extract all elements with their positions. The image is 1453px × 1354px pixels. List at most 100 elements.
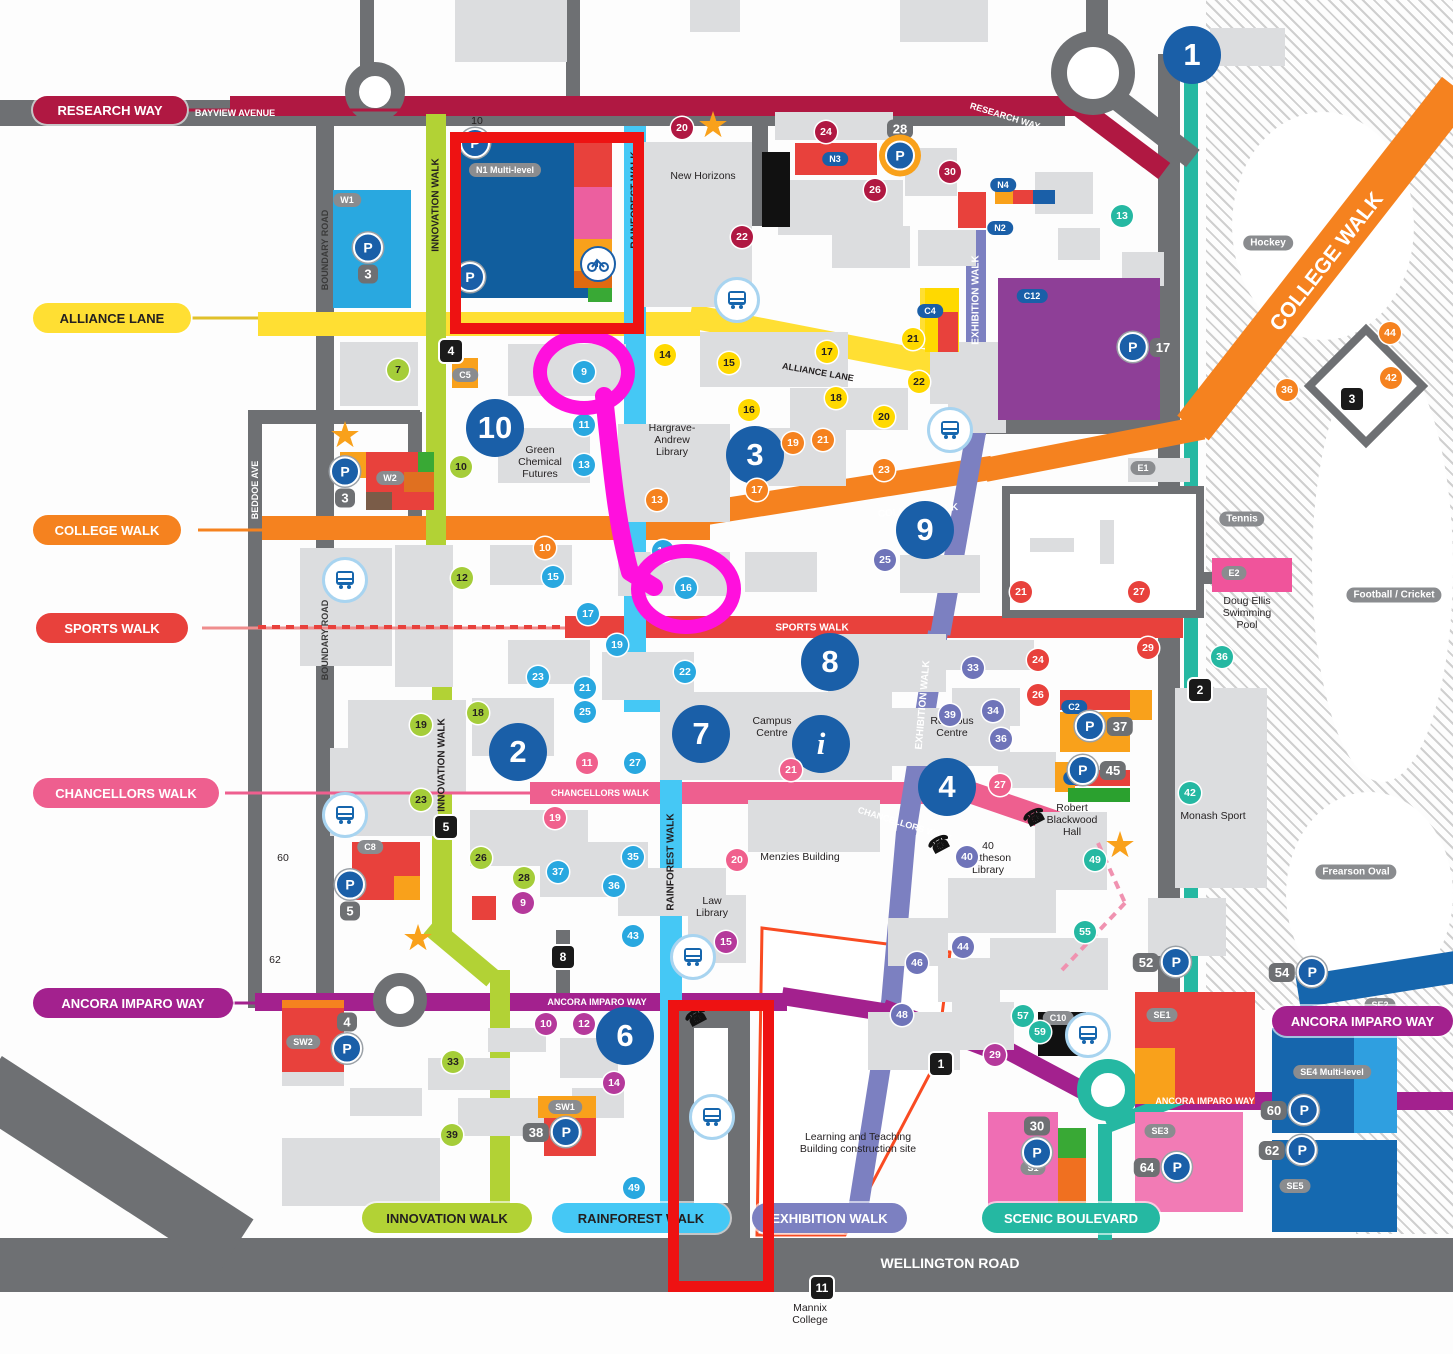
road-label-pill-research-way: RESEARCH WAY bbox=[33, 96, 187, 124]
road-label-pill-sports-walk: SPORTS WALK bbox=[36, 613, 188, 643]
building bbox=[394, 876, 420, 900]
building-number-marker: 26 bbox=[864, 179, 886, 201]
parking-number: 54 bbox=[1268, 962, 1296, 982]
building-number-marker: 16 bbox=[675, 577, 697, 599]
bus-stop-icon bbox=[714, 277, 760, 323]
building-number-marker: 36 bbox=[990, 728, 1012, 750]
building-number-marker: 33 bbox=[442, 1051, 464, 1073]
road-name-text: ANCORA IMPARO WAY bbox=[547, 997, 647, 1007]
area-label-frearson-oval: Frearson Oval bbox=[1315, 864, 1397, 880]
building-number-marker: 23 bbox=[527, 666, 549, 688]
building-number-marker: 25 bbox=[874, 549, 896, 571]
building-number-marker: 36 bbox=[1211, 646, 1233, 668]
building-number-marker: 24 bbox=[815, 121, 837, 143]
building bbox=[900, 0, 988, 42]
roundabout bbox=[1077, 1059, 1139, 1121]
building-tag-se1: SE1 bbox=[1146, 1008, 1178, 1022]
building-number-marker: 27 bbox=[624, 752, 646, 774]
building bbox=[1100, 520, 1114, 564]
building-number-marker: 28 bbox=[513, 867, 535, 889]
building-tag-w2: W2 bbox=[376, 471, 404, 485]
parking-icon: P bbox=[1022, 1137, 1052, 1168]
building-number-marker: 21 bbox=[812, 429, 834, 451]
building-tag-n4: N4 bbox=[990, 178, 1016, 192]
map-text-label: Monash Sport bbox=[1180, 809, 1246, 822]
building-tag-c4: C4 bbox=[917, 304, 943, 318]
gate-marker-1: 1 bbox=[930, 1053, 952, 1075]
map-text-label: Campus Centre bbox=[752, 714, 792, 739]
road-label-pill-alliance-lane: ALLIANCE LANE bbox=[33, 303, 191, 333]
building-tag-n2: N2 bbox=[987, 221, 1013, 235]
building-number-marker: 55 bbox=[1074, 921, 1096, 943]
bike-icon bbox=[580, 246, 616, 282]
building-tag-c5: C5 bbox=[452, 368, 478, 382]
building bbox=[488, 1028, 546, 1052]
map-text-label: Mannix College bbox=[792, 1301, 828, 1326]
road bbox=[985, 420, 1163, 434]
building bbox=[995, 190, 1013, 204]
building bbox=[395, 545, 453, 687]
building-number-marker: 19 bbox=[544, 807, 566, 829]
parking-icon: P bbox=[1297, 957, 1328, 987]
building-number-marker: 17 bbox=[816, 341, 838, 363]
parking-number: 37 bbox=[1106, 716, 1134, 736]
building-number-marker: 17 bbox=[746, 479, 768, 501]
building bbox=[832, 226, 910, 268]
building bbox=[690, 0, 740, 32]
building-number-marker: 49 bbox=[623, 1177, 645, 1199]
building-number-marker: 26 bbox=[1027, 684, 1049, 706]
building-number-marker: 23 bbox=[873, 459, 895, 481]
building-number-marker: 44 bbox=[952, 936, 974, 958]
area-label-tennis: Tennis bbox=[1219, 511, 1265, 527]
gate-marker-3: 3 bbox=[1341, 388, 1363, 410]
precinct-circle-4: 4 bbox=[918, 758, 976, 816]
gate-marker-4: 4 bbox=[440, 340, 462, 362]
precinct-circle-7: 7 bbox=[672, 705, 730, 763]
bus-stop-icon bbox=[689, 1094, 735, 1140]
building-number-marker: 18 bbox=[825, 387, 847, 409]
area-label-football-cricket: Football / Cricket bbox=[1346, 587, 1442, 603]
building bbox=[745, 552, 817, 592]
building bbox=[618, 552, 730, 596]
building bbox=[938, 958, 1000, 1002]
building-number-marker: 18 bbox=[467, 702, 489, 724]
road-name-text: BOUNDARY ROAD bbox=[320, 599, 330, 681]
building bbox=[574, 187, 612, 239]
building-number-marker: 22 bbox=[908, 371, 930, 393]
road-name-text: BAYVIEW AVENUE bbox=[194, 108, 276, 118]
building bbox=[1058, 1158, 1086, 1203]
building-number-marker: 19 bbox=[606, 634, 628, 656]
building-number-marker: 11 bbox=[573, 414, 595, 436]
map-text-label: Learning and Teaching Building construct… bbox=[799, 1130, 917, 1155]
parking-number: 52 bbox=[1132, 952, 1160, 972]
building bbox=[1354, 1028, 1397, 1133]
map-text-label: 60 bbox=[277, 851, 289, 864]
building bbox=[350, 1088, 422, 1116]
map-text-label: Doug Ellis Swimming Pool bbox=[1222, 594, 1272, 632]
parking-number: 38 bbox=[522, 1122, 550, 1142]
building-number-marker: 19 bbox=[410, 714, 432, 736]
building-number-marker: 13 bbox=[646, 489, 668, 511]
parking-number: 60 bbox=[1260, 1100, 1288, 1120]
building bbox=[508, 640, 590, 684]
annotation-red-box bbox=[668, 1000, 774, 1292]
building bbox=[418, 452, 434, 472]
road-name-text: BEDDOE AVE bbox=[250, 460, 260, 520]
precinct-circle-3: 3 bbox=[726, 426, 784, 484]
map-text-label: Green Chemical Futures bbox=[518, 443, 562, 481]
building-number-marker: 15 bbox=[542, 566, 564, 588]
precinct-circle-8: 8 bbox=[801, 633, 859, 691]
building-number-marker: 59 bbox=[1029, 1021, 1051, 1043]
parking-icon: P bbox=[335, 869, 365, 900]
road-name-text: INNOVATION WALK bbox=[436, 718, 448, 812]
road-name-text: CHANCELLORS WALK bbox=[551, 788, 649, 798]
